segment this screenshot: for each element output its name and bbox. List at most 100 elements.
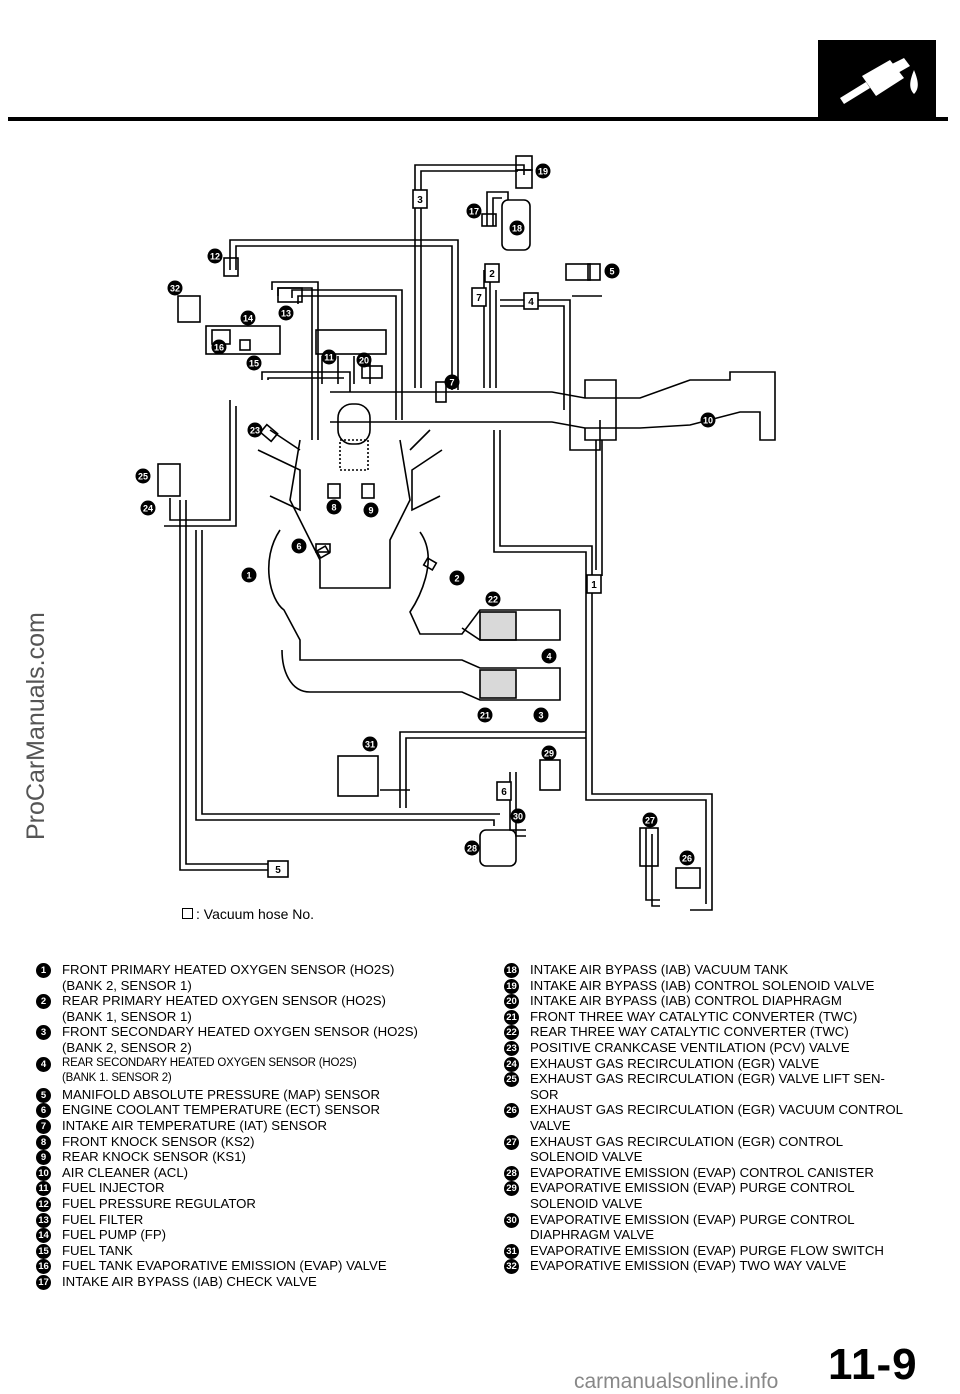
- legend-number: 16: [36, 1259, 51, 1275]
- legend-number: 24: [504, 1056, 519, 1072]
- svg-text:20: 20: [359, 356, 369, 366]
- legend-text: (BANK 1, SENSOR 1): [62, 1008, 192, 1024]
- svg-text:23: 23: [250, 426, 260, 436]
- legend-text: REAR KNOCK SENSOR (KS1): [62, 1149, 246, 1165]
- legend-number: 13: [36, 1212, 51, 1228]
- legend-number: 7: [36, 1118, 51, 1134]
- legend-text: INTAKE AIR BYPASS (IAB) CONTROL SOLENOID…: [530, 977, 875, 993]
- legend-item-2: 2 REAR PRIMARY HEATED OXYGEN SENSOR (HO2S…: [36, 993, 456, 1024]
- callout-12: 12: [207, 248, 223, 264]
- svg-text:9: 9: [368, 506, 373, 516]
- legend-text: FUEL INJECTOR: [62, 1180, 165, 1196]
- legend-text: FRONT KNOCK SENSOR (KS2): [62, 1133, 255, 1149]
- svg-text:28: 28: [467, 844, 477, 854]
- legend-text: (BANK 2, SENSOR 1): [62, 977, 192, 993]
- callout-18: 18: [509, 220, 525, 236]
- legend-text: EXHAUST GAS RECIRCULATION (EGR) CONTROL: [530, 1133, 844, 1149]
- svg-text:30: 30: [513, 812, 523, 822]
- svg-text:27: 27: [645, 816, 655, 826]
- legend-number: 29: [504, 1181, 519, 1197]
- svg-text:16: 16: [214, 343, 224, 353]
- callout-25: 25: [135, 468, 151, 484]
- legend-number: 5: [36, 1087, 51, 1103]
- svg-text:7: 7: [449, 378, 454, 388]
- svg-text:32: 32: [170, 284, 180, 294]
- legend-text: EVAPORATIVE EMISSION (EVAP) TWO WAY VALV…: [530, 1258, 847, 1274]
- svg-text:19: 19: [538, 167, 548, 177]
- callout-17: 17: [466, 203, 482, 219]
- legend-text: AIR CLEANER (ACL): [62, 1164, 189, 1180]
- legend-text: EXHAUST GAS RECIRCULATION (EGR) VALVE LI…: [530, 1071, 885, 1087]
- legend-text: POSITIVE CRANKCASE VENTILATION (PCV) VAL…: [530, 1039, 850, 1055]
- svg-text:3: 3: [417, 195, 423, 206]
- legend-text: REAR PRIMARY HEATED OXYGEN SENSOR (HO2S): [62, 993, 386, 1009]
- callout-8: 8: [326, 499, 342, 515]
- legend-text: REAR SECONDARY HEATED OXYGEN SENSOR (HO2…: [62, 1056, 357, 1069]
- legend-item-25: 25 EXHAUST GAS RECIRCULATION (EGR) VALVE …: [504, 1071, 924, 1102]
- svg-text:12: 12: [210, 252, 220, 262]
- legend-number: 21: [504, 1009, 519, 1025]
- hose-box-7: 7: [471, 287, 487, 307]
- svg-text:29: 29: [544, 749, 554, 759]
- callout-31: 31: [362, 736, 378, 752]
- vacuum-hose-note-text: Vacuum hose No.: [203, 906, 315, 922]
- legend-number: 31: [504, 1243, 519, 1259]
- callout-24: 24: [140, 500, 156, 516]
- legend-number: 32: [504, 1259, 519, 1275]
- svg-text:22: 22: [488, 595, 498, 605]
- callout-7: 7: [444, 374, 460, 390]
- legend-number: 22: [504, 1025, 519, 1041]
- vacuum-hose-diagram: 3 2 7 4 1 6 5 1 2 3 4 5 6 7 8 9 10 11 12…: [135, 155, 776, 911]
- legend-text: INTAKE AIR BYPASS (IAB) VACUUM TANK: [530, 962, 789, 977]
- svg-text:1: 1: [246, 571, 251, 581]
- callout-30: 30: [510, 808, 526, 824]
- legend-number: 28: [504, 1165, 519, 1181]
- legend-item-22: 22 REAR THREE WAY CATALYTIC CONVERTER (TW…: [504, 1024, 924, 1041]
- legend-text: INTAKE AIR BYPASS (IAB) CHECK VALVE: [62, 1273, 317, 1289]
- callout-23: 23: [247, 422, 263, 438]
- svg-text:2: 2: [454, 574, 459, 584]
- hose-box-2: 2: [484, 263, 500, 283]
- legend-item-17: 17 INTAKE AIR BYPASS (IAB) CHECK VALVE: [36, 1274, 456, 1290]
- legend-number: 14: [36, 1228, 51, 1244]
- legend-text: SOR: [530, 1086, 559, 1102]
- legend-item-32: 32 EVAPORATIVE EMISSION (EVAP) TWO WAY VA…: [504, 1258, 924, 1275]
- legend-number: 1: [36, 963, 51, 978]
- legend-text: EXHAUST GAS RECIRCULATION (EGR) VALVE: [530, 1055, 820, 1071]
- svg-text:31: 31: [365, 740, 375, 750]
- legend-number: 12: [36, 1196, 51, 1212]
- legend-text: INTAKE AIR BYPASS (IAB) CONTROL DIAPHRAG…: [530, 993, 842, 1009]
- legend-text: (BANK 1. SENSOR 2): [62, 1072, 172, 1085]
- legend-text: SOLENOID VALVE: [530, 1149, 643, 1165]
- legend-number: 27: [504, 1134, 519, 1150]
- svg-text:11: 11: [324, 353, 334, 363]
- legend-number: 25: [504, 1072, 519, 1088]
- legend-text: REAR THREE WAY CATALYTIC CONVERTER (TWC): [530, 1024, 849, 1040]
- svg-text:13: 13: [281, 309, 291, 319]
- legend-number: 26: [504, 1103, 519, 1119]
- legend-number: 2: [36, 994, 51, 1010]
- legend-item-24: 24 EXHAUST GAS RECIRCULATION (EGR) VALVE: [504, 1056, 924, 1072]
- legend-number: 19: [504, 978, 519, 994]
- callout-11: 11: [321, 349, 337, 365]
- legend-text: FUEL TANK: [62, 1242, 133, 1258]
- svg-text:15: 15: [249, 359, 259, 369]
- legend-number: 17: [36, 1274, 51, 1290]
